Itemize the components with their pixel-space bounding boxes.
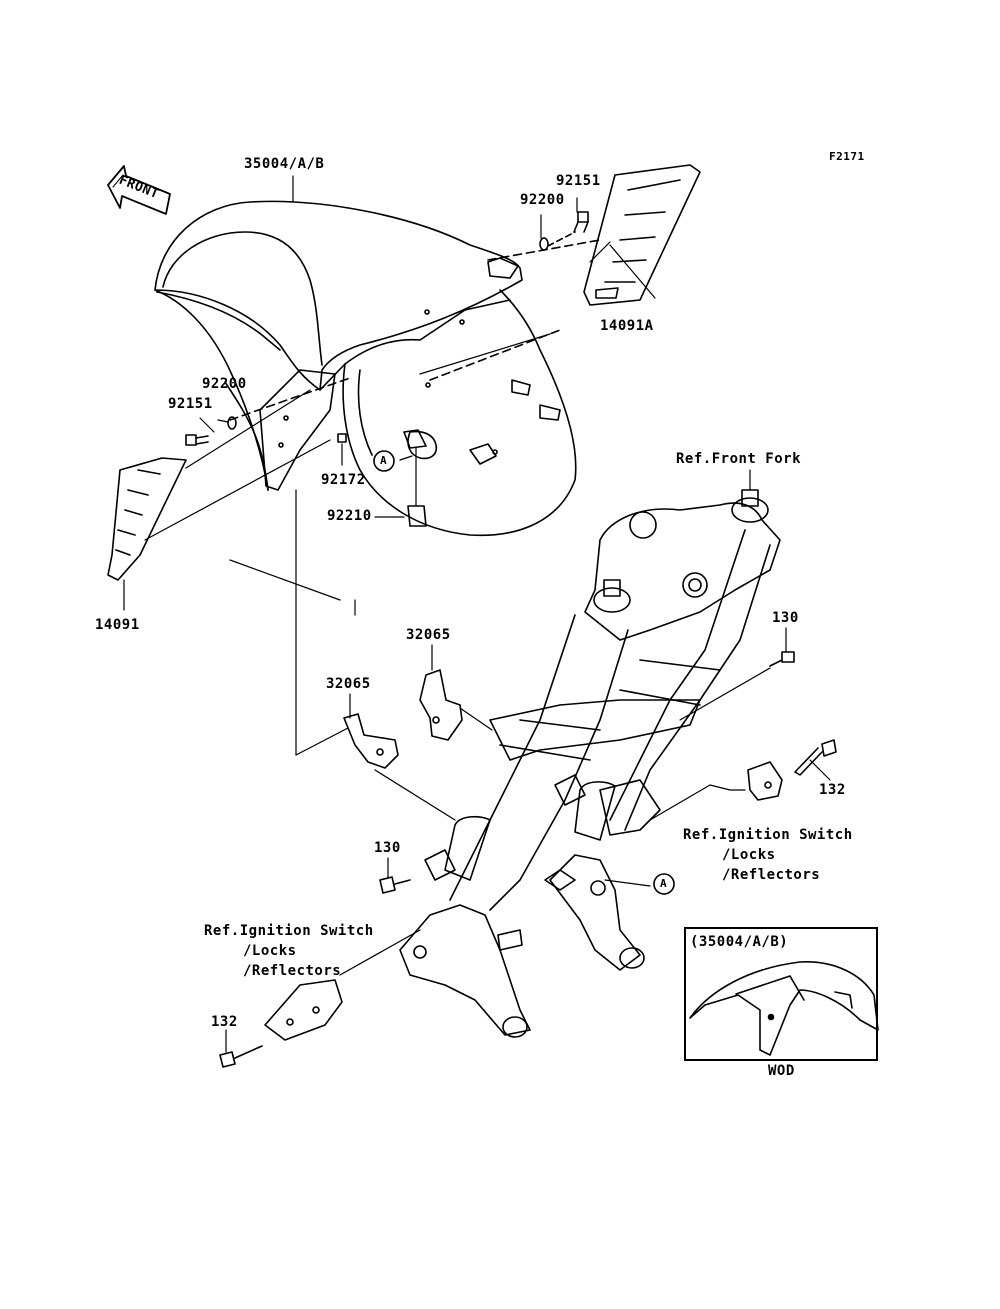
leader-dashed	[488, 240, 600, 260]
marker-a-2: A	[660, 877, 668, 890]
leader-lines	[124, 176, 655, 755]
bracket-32065-lower	[344, 714, 398, 768]
callout-92172: 92172	[321, 472, 366, 488]
callout-92151-left: 92151	[168, 396, 213, 412]
callout-32065-upper: 32065	[406, 627, 451, 643]
leader-dashed	[548, 232, 575, 246]
side-cover-left	[108, 370, 335, 580]
ref-ignition-right-line1: Ref.Ignition Switch	[683, 827, 853, 843]
bolt-92151-right	[574, 212, 588, 232]
front-arrow-icon	[108, 166, 170, 214]
callout-92151-right: 92151	[556, 173, 601, 189]
bracket-32065-upper	[420, 670, 462, 740]
callout-35004: 35004/A/B	[244, 156, 325, 172]
washer-92200-left	[228, 417, 236, 429]
bolt-92151-left	[186, 435, 208, 445]
front-fender	[155, 201, 576, 535]
leader-lines-fork	[226, 470, 830, 1052]
inset-caption: WOD	[768, 1063, 795, 1079]
callout-14091: 14091	[95, 617, 140, 633]
inset-fender-wod	[690, 962, 878, 1055]
bolt-132-left	[220, 1046, 262, 1067]
front-fork-assembly	[400, 490, 780, 1037]
reflector-bracket-right	[748, 762, 782, 800]
bolt-92172	[338, 434, 346, 442]
leader-dashed	[230, 378, 350, 420]
inset-frame	[684, 927, 878, 1061]
ref-ignition-left-line3: /Reflectors	[243, 963, 342, 979]
marker-a-circle	[374, 451, 394, 471]
clip-92210	[404, 430, 426, 526]
callout-32065-lower: 32065	[326, 676, 371, 692]
inset-title: (35004/A/B)	[690, 934, 789, 950]
marker-a-1: A	[380, 454, 388, 467]
washer-92200-right	[540, 238, 548, 250]
ref-ignition-right-line3: /Reflectors	[722, 867, 821, 883]
ref-front-fork: Ref.Front Fork	[676, 451, 802, 467]
ref-ignition-left-line2: /Locks	[243, 943, 297, 959]
ref-ignition-left-line1: Ref.Ignition Switch	[204, 923, 374, 939]
side-cover-right	[584, 165, 700, 305]
marker-a-circle	[654, 874, 674, 894]
callout-92210: 92210	[327, 508, 372, 524]
callout-14091a: 14091A	[600, 318, 654, 334]
callout-130-right: 130	[772, 610, 799, 626]
reflector-bracket-left	[265, 980, 342, 1040]
callout-92200-left: 92200	[202, 376, 247, 392]
callout-130-left: 130	[374, 840, 401, 856]
figure-code: F2171	[829, 150, 865, 163]
callout-132-left: 132	[211, 1014, 238, 1030]
callout-132-right: 132	[819, 782, 846, 798]
ref-ignition-right-line2: /Locks	[722, 847, 776, 863]
bolt-132-right	[795, 740, 836, 775]
leader-dashed	[430, 330, 560, 380]
bolt-130-left	[380, 877, 410, 893]
bolt-130-right	[770, 652, 794, 666]
callout-92200-right: 92200	[520, 192, 565, 208]
